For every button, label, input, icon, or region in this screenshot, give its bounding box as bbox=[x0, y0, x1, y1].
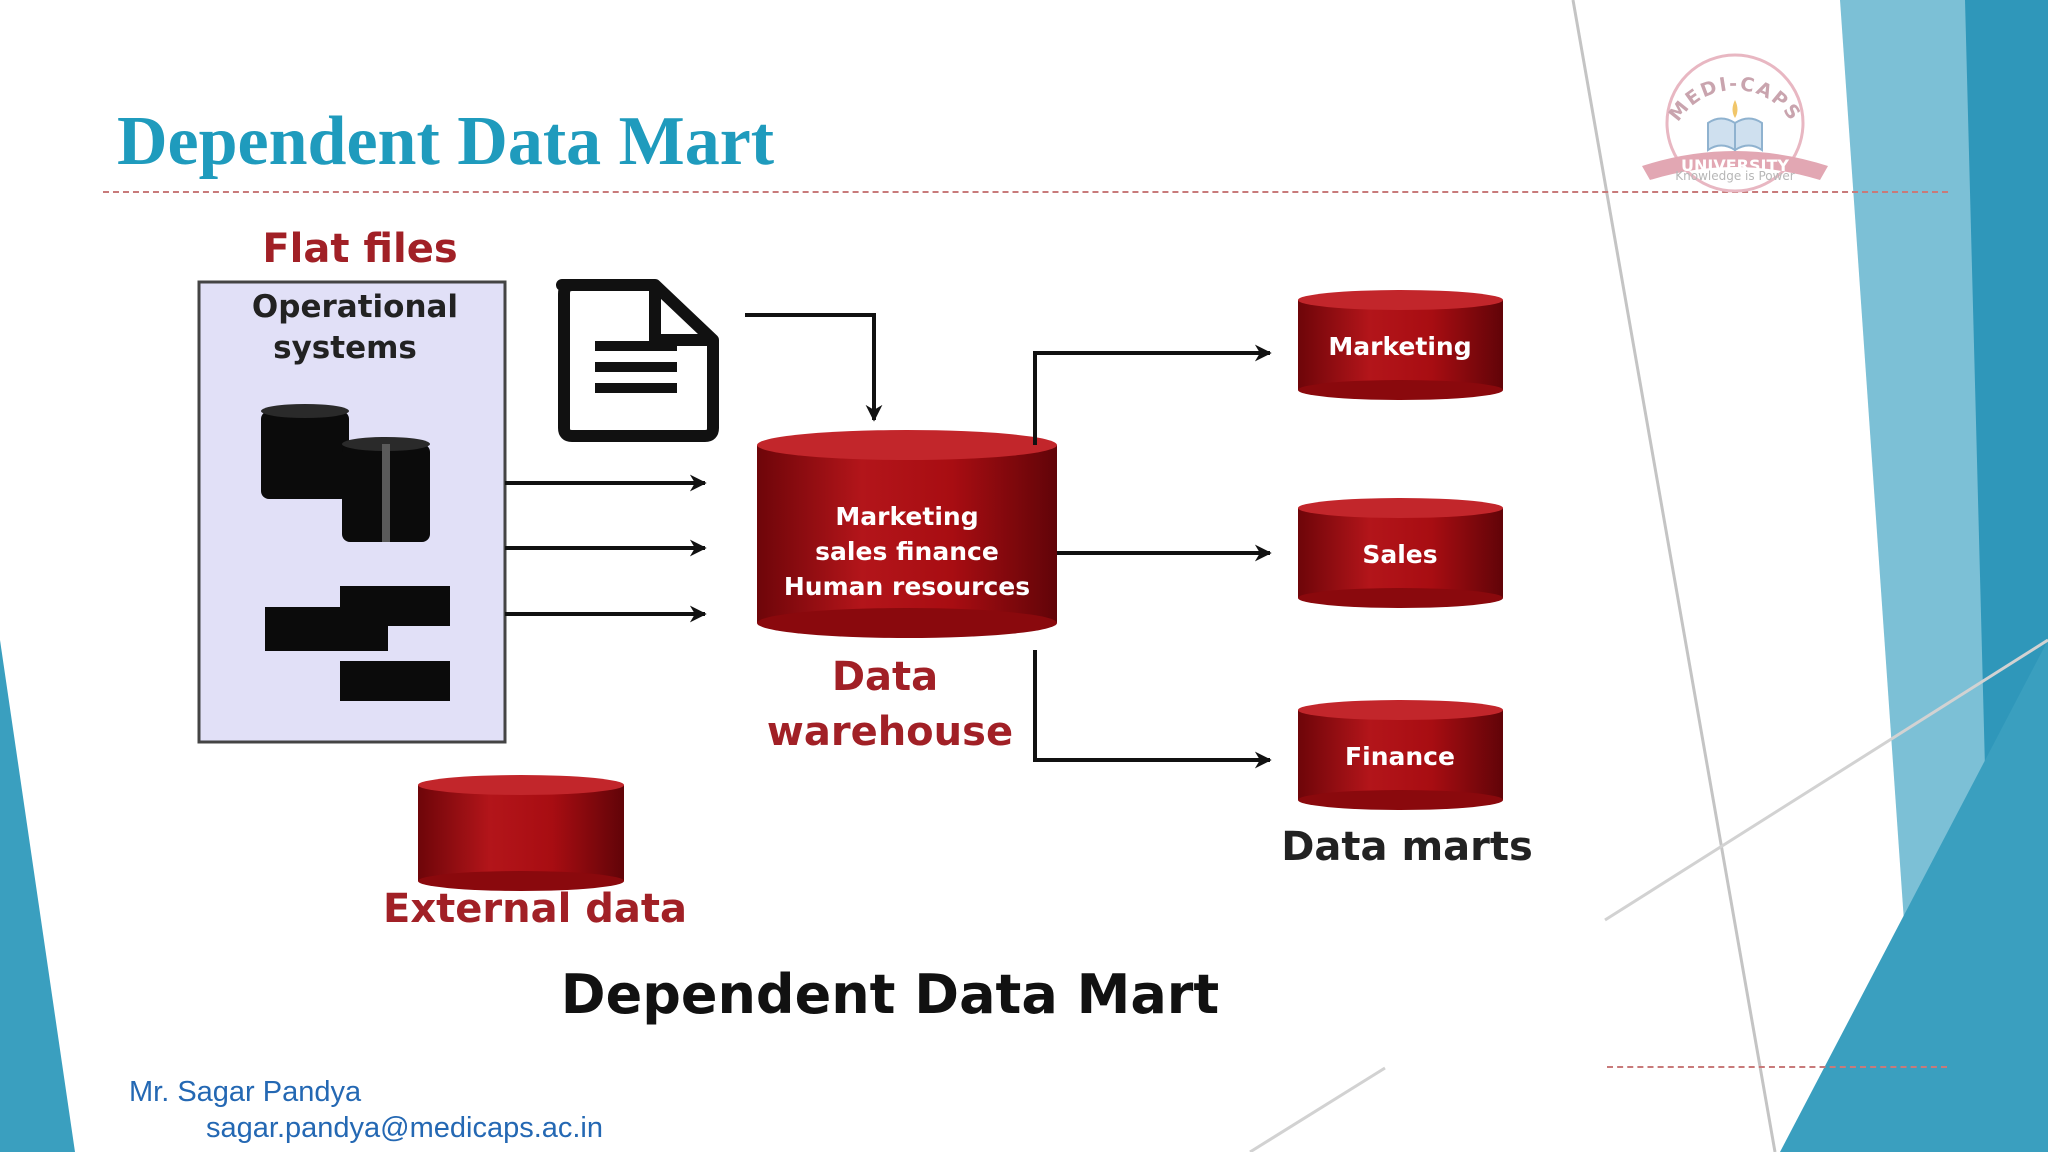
left-teal-shape bbox=[0, 640, 75, 1152]
external-data-label: External data bbox=[383, 886, 687, 932]
footer-divider bbox=[1607, 1066, 1947, 1068]
flat-files-label: Flat files bbox=[262, 226, 457, 272]
database-icon bbox=[261, 404, 430, 542]
external-data-cylinder bbox=[418, 775, 624, 891]
data-warehouse-cylinder bbox=[757, 430, 1057, 638]
operational-systems-label-line2: systems bbox=[273, 330, 417, 366]
author-email: sagar.pandya@medicaps.ac.in bbox=[206, 1112, 604, 1144]
document-icon bbox=[556, 279, 719, 442]
data-marts-label: Data marts bbox=[1281, 824, 1533, 870]
data-mart-marketing-cylinder bbox=[1298, 290, 1503, 400]
logo-banner bbox=[1642, 151, 1828, 180]
output-arrows bbox=[1033, 344, 1272, 769]
book-icon bbox=[1707, 100, 1763, 152]
diagonal-line-bottom bbox=[1249, 1066, 1386, 1152]
operational-systems-label-line1: Operational bbox=[252, 289, 458, 325]
right-bottom-teal-shape bbox=[1780, 640, 2048, 1152]
data-mart-sales-label: Sales bbox=[1362, 540, 1437, 569]
author-name: Mr. Sagar Pandya bbox=[129, 1076, 362, 1108]
data-mart-finance-cylinder bbox=[1298, 700, 1503, 810]
data-mart-sales-cylinder bbox=[1298, 498, 1503, 608]
data-mart-marketing-label: Marketing bbox=[1328, 332, 1471, 361]
warehouse-content-line1: Marketing bbox=[835, 502, 978, 531]
warehouse-label-line1: Data bbox=[832, 654, 938, 700]
slide-title: Dependent Data Mart bbox=[117, 103, 775, 180]
diagonal-line-right bbox=[1604, 638, 2048, 922]
dependent-data-mart-diagram: Flat files Operational systems Marketing bbox=[197, 226, 1533, 1026]
server-blocks-icon bbox=[265, 586, 450, 701]
logo-tagline: Knowledge is Power bbox=[1675, 169, 1795, 183]
warehouse-content-line3: Human resources bbox=[784, 572, 1030, 601]
diagram-caption: Dependent Data Mart bbox=[561, 963, 1219, 1026]
logo-banner-text: UNIVERSITY bbox=[1681, 156, 1789, 175]
logo-ring bbox=[1665, 53, 1805, 193]
data-mart-finance-label: Finance bbox=[1345, 742, 1455, 771]
warehouse-content-line2: sales finance bbox=[815, 537, 999, 566]
title-divider bbox=[103, 191, 1948, 193]
warehouse-label-line2: warehouse bbox=[767, 709, 1013, 755]
input-arrows bbox=[505, 313, 883, 623]
university-logo: MEDI-CAPS UNIVERSITY Knowledge is Power bbox=[1642, 53, 1828, 193]
